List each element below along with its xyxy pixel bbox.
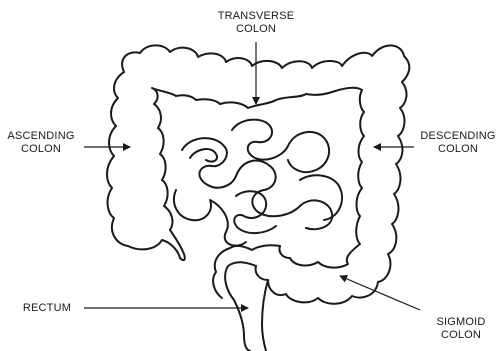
small-intestine-right-loops (300, 175, 342, 220)
small-intestine-loops (182, 138, 332, 229)
label-transverse-colon: TRANSVERSE COLON (216, 10, 296, 36)
rectum-outline (225, 262, 256, 351)
small-intestine-center-loops (234, 191, 276, 233)
ascending-colon-outer (107, 72, 185, 260)
small-intestine-upper-loops (232, 120, 329, 172)
rectum-inner-outline (262, 280, 268, 351)
label-sigmoid-colon: SIGMOID COLON (426, 316, 496, 342)
colon-inner-outline (152, 88, 364, 268)
label-descending-colon: DESCENDING COLON (418, 130, 498, 156)
label-rectum: RECTUM (14, 302, 80, 315)
label-ascending-colon: ASCENDING COLON (2, 130, 80, 156)
small-intestine-loop-inner (190, 149, 217, 162)
